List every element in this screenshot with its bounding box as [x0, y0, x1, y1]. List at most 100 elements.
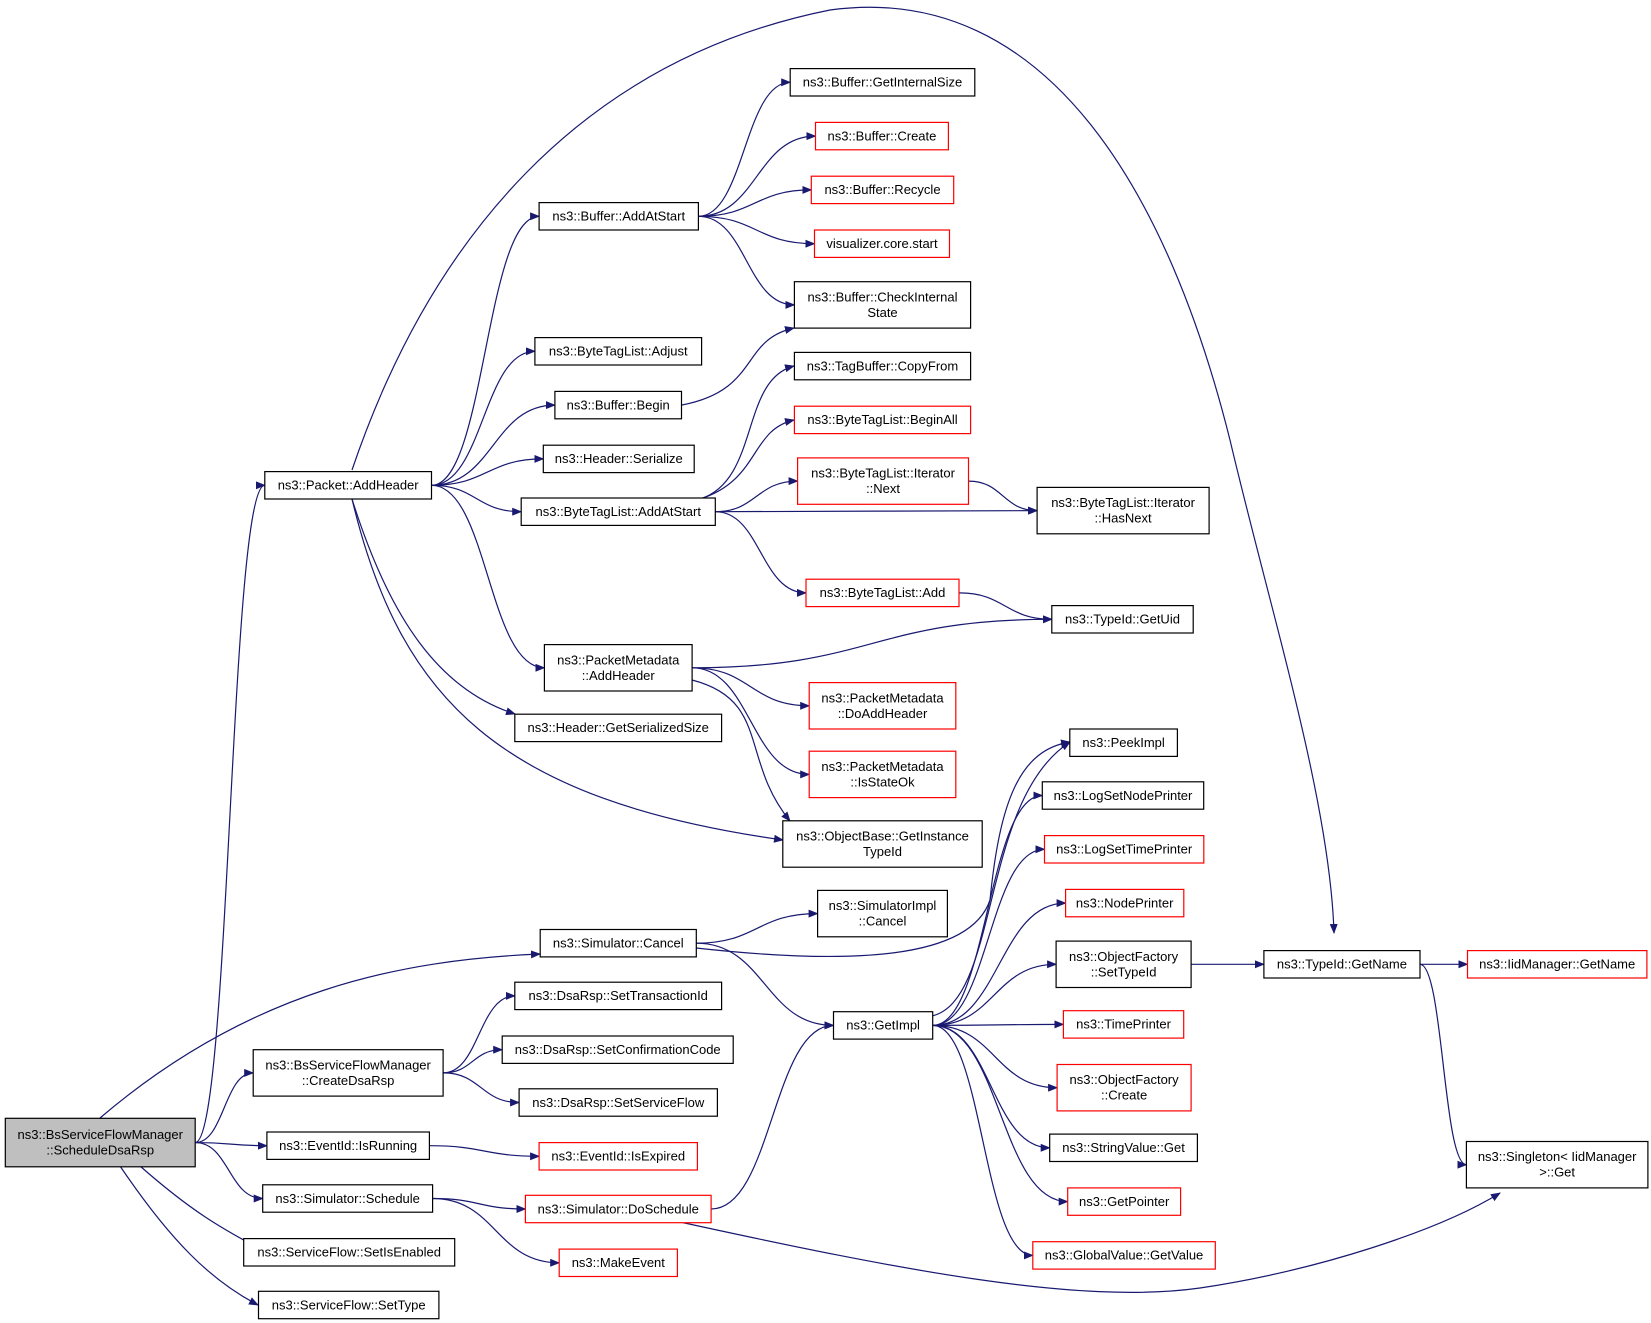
node-setType[interactable]: ns3::ServiceFlow::SetType	[257, 1290, 440, 1320]
node-ofSetTypeId[interactable]: ns3::ObjectFactory::SetTypeId	[1055, 940, 1192, 989]
node-box[interactable]	[1056, 1063, 1192, 1112]
node-box[interactable]	[1062, 1010, 1185, 1039]
node-btlAddAtStart[interactable]: ns3::ByteTagList::AddAtStart	[520, 497, 716, 526]
node-box[interactable]	[266, 1131, 430, 1160]
node-logSetTimePrinter[interactable]: ns3::LogSetTimePrinter	[1043, 834, 1205, 864]
node-btlIterHasNext[interactable]: ns3::ByteTagList::Iterator::HasNext	[1036, 486, 1210, 535]
node-box[interactable]	[538, 1141, 698, 1171]
node-box[interactable]	[501, 1035, 734, 1064]
node-dsaSetServiceFlow[interactable]: ns3::DsaRsp::SetServiceFlow	[518, 1088, 718, 1117]
node-box[interactable]	[808, 750, 957, 799]
node-box[interactable]	[554, 390, 683, 420]
node-schedule[interactable]: ns3::Simulator::Schedule	[262, 1184, 434, 1213]
node-box[interactable]	[1069, 728, 1179, 757]
node-box[interactable]	[257, 1290, 440, 1320]
node-bufGetInternalSize[interactable]: ns3::Buffer::GetInternalSize	[789, 67, 976, 97]
node-pmDoAddHeader[interactable]: ns3::PacketMetadata::DoAddHeader	[808, 681, 957, 730]
node-peekImpl[interactable]: ns3::PeekImpl	[1069, 728, 1179, 757]
node-root[interactable]: ns3::BsServiceFlowManager::ScheduleDsaRs…	[4, 1117, 196, 1168]
node-box[interactable]	[543, 643, 693, 692]
node-isRunning[interactable]: ns3::EventId::IsRunning	[266, 1131, 430, 1160]
node-box[interactable]	[793, 351, 972, 381]
node-dsaSetConfCode[interactable]: ns3::DsaRsp::SetConfirmationCode	[501, 1035, 734, 1064]
node-singletonGet[interactable]: ns3::Singleton< IidManager >::Get	[1465, 1140, 1649, 1189]
node-box[interactable]	[1043, 834, 1205, 864]
node-box[interactable]	[518, 1088, 718, 1117]
node-typeIdGetUid[interactable]: ns3::TypeId::GetUid	[1051, 604, 1194, 634]
node-getImpl[interactable]: ns3::GetImpl	[832, 1011, 934, 1040]
node-box[interactable]	[816, 889, 948, 938]
node-vizStart[interactable]: visualizer.core.start	[813, 229, 951, 258]
node-dsaSetTransId[interactable]: ns3::DsaRsp::SetTransactionId	[514, 981, 723, 1011]
node-box[interactable]	[264, 471, 433, 500]
node-typeIdGetName[interactable]: ns3::TypeId::GetName	[1263, 949, 1421, 979]
node-bufAddAtStart[interactable]: ns3::Buffer::AddAtStart	[538, 202, 699, 231]
node-btlBeginAll[interactable]: ns3::ByteTagList::BeginAll	[793, 405, 972, 435]
node-doSchedule[interactable]: ns3::Simulator::DoSchedule	[524, 1194, 712, 1224]
node-cancel[interactable]: ns3::Simulator::Cancel	[539, 928, 697, 958]
node-box[interactable]	[1041, 781, 1205, 810]
node-box[interactable]	[514, 713, 723, 743]
node-simImplCancel[interactable]: ns3::SimulatorImpl::Cancel	[816, 889, 948, 938]
node-box[interactable]	[1032, 1241, 1216, 1270]
node-box[interactable]	[262, 1184, 434, 1213]
node-box[interactable]	[4, 1117, 196, 1168]
node-box[interactable]	[539, 928, 697, 958]
node-box[interactable]	[1051, 604, 1194, 634]
node-box[interactable]	[793, 405, 972, 435]
node-box[interactable]	[243, 1237, 456, 1267]
node-svGet[interactable]: ns3::StringValue::Get	[1049, 1133, 1198, 1163]
node-box[interactable]	[520, 497, 716, 526]
node-box[interactable]	[1067, 1187, 1182, 1216]
node-box[interactable]	[796, 457, 970, 505]
node-iidGetName[interactable]: ns3::IidManager::GetName	[1466, 949, 1648, 979]
node-box[interactable]	[814, 121, 949, 151]
node-logSetNodePrinter[interactable]: ns3::LogSetNodePrinter	[1041, 781, 1205, 810]
node-addHeader[interactable]: ns3::Packet::AddHeader	[264, 471, 433, 500]
node-box[interactable]	[1466, 949, 1648, 979]
node-box[interactable]	[1036, 486, 1210, 535]
node-box[interactable]	[542, 444, 695, 474]
node-bufCreate[interactable]: ns3::Buffer::Create	[814, 121, 949, 151]
node-box[interactable]	[808, 681, 957, 730]
node-box[interactable]	[810, 175, 955, 205]
node-setIsEnabled[interactable]: ns3::ServiceFlow::SetIsEnabled	[243, 1237, 456, 1267]
node-ofCreate[interactable]: ns3::ObjectFactory::Create	[1056, 1063, 1192, 1112]
node-box[interactable]	[1465, 1140, 1649, 1189]
node-box[interactable]	[789, 67, 976, 97]
node-box[interactable]	[1055, 940, 1192, 989]
node-createDsaRsp[interactable]: ns3::BsServiceFlowManager::CreateDsaRsp	[252, 1049, 444, 1097]
node-nodePrinter[interactable]: ns3::NodePrinter	[1064, 888, 1185, 918]
node-makeEvent[interactable]: ns3::MakeEvent	[558, 1248, 679, 1278]
node-box[interactable]	[538, 202, 699, 231]
node-pmAddHeader[interactable]: ns3::PacketMetadata::AddHeader	[543, 643, 693, 692]
node-box[interactable]	[1064, 888, 1185, 918]
node-box[interactable]	[805, 578, 960, 608]
node-isExpired[interactable]: ns3::EventId::IsExpired	[538, 1141, 698, 1171]
node-box[interactable]	[813, 229, 951, 258]
node-getPointer[interactable]: ns3::GetPointer	[1067, 1187, 1182, 1216]
node-bufBegin[interactable]: ns3::Buffer::Begin	[554, 390, 683, 420]
node-timePrinter[interactable]: ns3::TimePrinter	[1062, 1010, 1185, 1039]
node-hdrSerialize[interactable]: ns3::Header::Serialize	[542, 444, 695, 474]
node-tbCopyFrom[interactable]: ns3::TagBuffer::CopyFrom	[793, 351, 972, 381]
node-hdrGetSerSize[interactable]: ns3::Header::GetSerializedSize	[514, 713, 723, 743]
node-box[interactable]	[524, 1194, 712, 1224]
node-box[interactable]	[534, 337, 703, 366]
node-box[interactable]	[1263, 949, 1421, 979]
node-box[interactable]	[1049, 1133, 1198, 1163]
node-box[interactable]	[558, 1248, 679, 1278]
node-box[interactable]	[782, 820, 983, 868]
node-btlIterNext[interactable]: ns3::ByteTagList::Iterator::Next	[796, 457, 970, 505]
node-box[interactable]	[252, 1049, 444, 1097]
node-box[interactable]	[793, 281, 972, 329]
node-bufRecycle[interactable]: ns3::Buffer::Recycle	[810, 175, 955, 205]
node-btlAdd[interactable]: ns3::ByteTagList::Add	[805, 578, 960, 608]
node-box[interactable]	[514, 981, 723, 1011]
node-gvGetValue[interactable]: ns3::GlobalValue::GetValue	[1032, 1241, 1216, 1270]
node-pmIsStateOk[interactable]: ns3::PacketMetadata::IsStateOk	[808, 750, 957, 799]
node-btlAdjust[interactable]: ns3::ByteTagList::Adjust	[534, 337, 703, 366]
node-box[interactable]	[832, 1011, 934, 1040]
